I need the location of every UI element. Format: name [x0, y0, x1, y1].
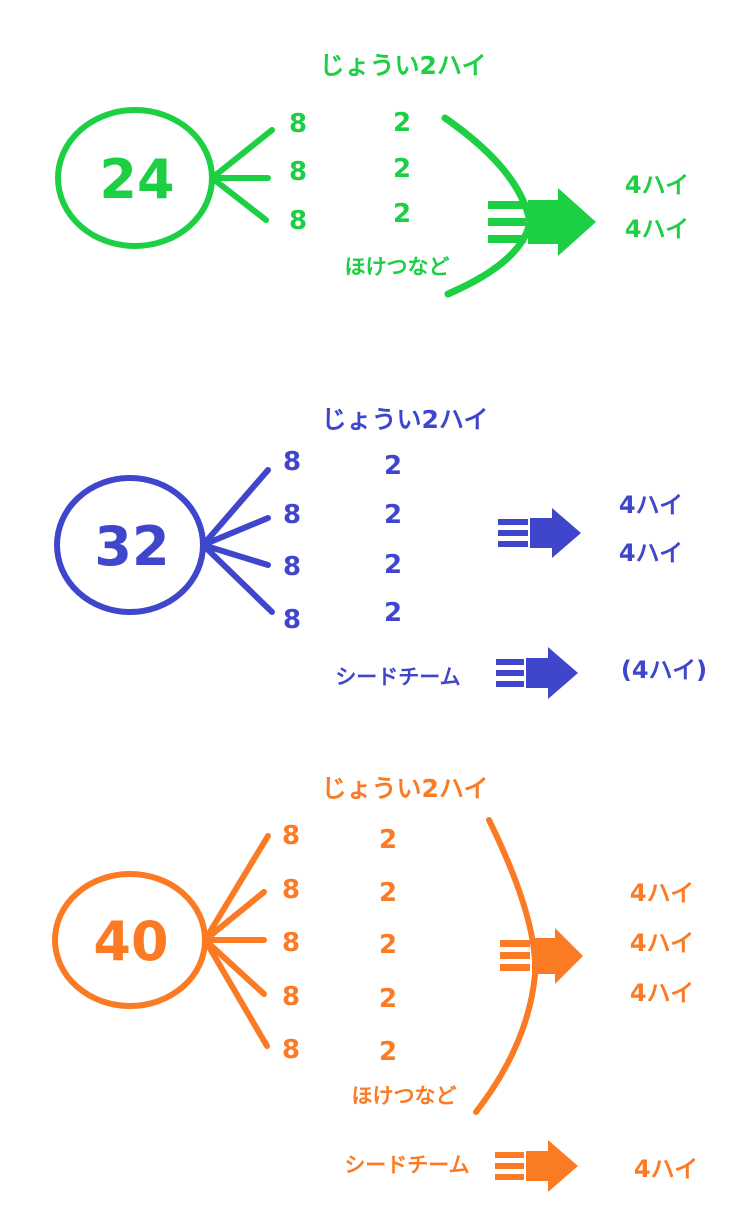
branch-line	[202, 937, 267, 997]
seed-result-label: (4ハイ)	[621, 656, 707, 684]
group-size: 8	[289, 206, 307, 236]
seed-result-label: 4ハイ	[634, 1155, 698, 1183]
branch-line	[200, 542, 271, 568]
branch-line	[202, 937, 270, 1049]
group-size: 8	[289, 109, 307, 139]
qualifier-count: 2	[379, 930, 397, 960]
qualifier-count: 2	[384, 550, 402, 580]
header-label: じょうい2ハイ	[320, 51, 487, 80]
arrow-right-icon	[488, 188, 596, 256]
branch-lines	[202, 833, 271, 1049]
qualifier-count: 2	[384, 598, 402, 628]
branch-line	[200, 467, 271, 548]
header-label: じょうい2ハイ	[322, 405, 489, 434]
group-size: 8	[283, 552, 301, 582]
header-label: じょうい2ハイ	[322, 774, 489, 803]
branch-line	[200, 515, 271, 548]
extra-label: ほけつなど	[345, 255, 450, 279]
branch-lines	[209, 127, 275, 223]
qualifier-count: 2	[379, 1037, 397, 1067]
qualifier-count: 2	[384, 451, 402, 481]
extra-label: ほけつなど	[352, 1084, 457, 1108]
diagram-32: 32 じょうい2ハイ 8 8 8 8 2 2 2 2 4ハイ 4ハイ シードチー…	[54, 405, 707, 699]
qualifier-count: 2	[384, 500, 402, 530]
group-size: 8	[282, 821, 300, 851]
group-size: 8	[282, 928, 300, 958]
total-label: 40	[93, 910, 168, 973]
seed-team-label: シードチーム	[344, 1153, 469, 1177]
qualifier-count: 2	[393, 154, 411, 184]
qualifier-count: 2	[379, 984, 397, 1014]
diagram-24: 24 じょうい2ハイ 8 8 8 2 2 2 ほけつなど 4ハイ 4ハイ	[55, 51, 689, 298]
diagram-40: 40 じょうい2ハイ 8 8 8 8 8 2 2 2 2 2 ほけつなど 4ハイ…	[52, 774, 698, 1192]
arrow-right-icon	[496, 647, 578, 699]
group-size: 8	[283, 447, 301, 477]
result-label: 4ハイ	[625, 171, 689, 199]
arrow-right-icon	[500, 928, 583, 984]
seed-team-label: シードチーム	[335, 665, 460, 689]
result-label: 4ハイ	[630, 929, 694, 957]
group-size: 8	[282, 875, 300, 905]
result-label: 4ハイ	[619, 491, 683, 519]
qualifier-count: 2	[379, 878, 397, 908]
branch-line	[202, 889, 267, 943]
group-size: 8	[289, 157, 307, 187]
qualifier-count: 2	[393, 199, 411, 229]
group-size: 8	[283, 500, 301, 530]
bracket-curve	[473, 817, 539, 1115]
total-label: 32	[94, 515, 169, 578]
group-size: 8	[283, 605, 301, 635]
result-label: 4ハイ	[619, 539, 683, 567]
branch-line	[209, 127, 275, 181]
arrow-right-icon	[495, 1140, 578, 1192]
result-label: 4ハイ	[625, 215, 689, 243]
branch-line	[200, 542, 275, 615]
arrow-right-icon	[498, 508, 581, 558]
qualifier-count: 2	[379, 825, 397, 855]
qualifier-count: 2	[393, 108, 411, 138]
group-size: 8	[282, 1035, 300, 1065]
group-size: 8	[282, 982, 300, 1012]
result-label: 4ハイ	[630, 979, 694, 1007]
total-label: 24	[99, 148, 174, 211]
branch-line	[202, 833, 271, 943]
branch-lines	[200, 467, 275, 615]
result-label: 4ハイ	[630, 879, 694, 907]
branch-line	[209, 175, 269, 223]
